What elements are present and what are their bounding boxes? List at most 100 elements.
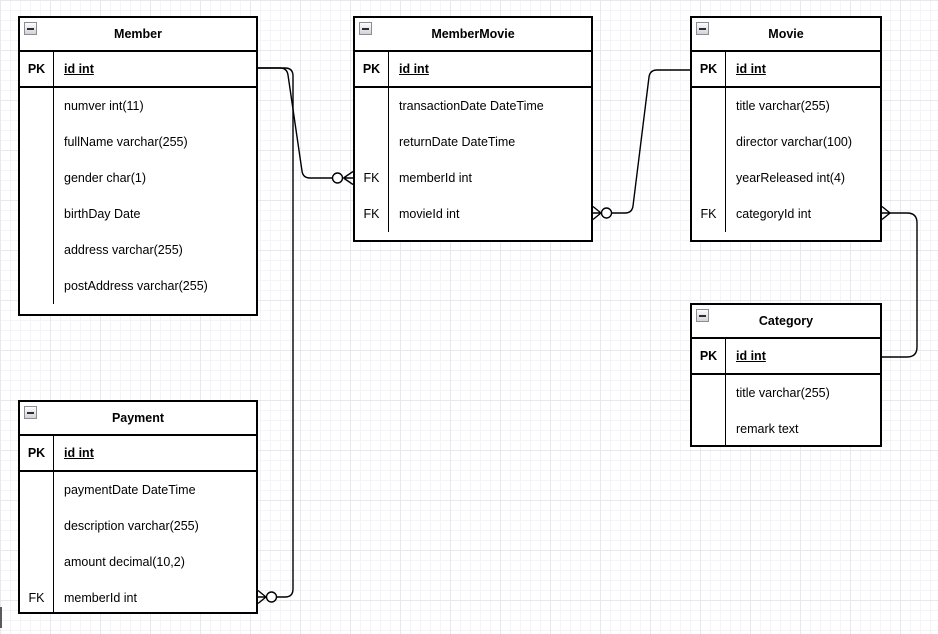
zero-circle-marker bbox=[265, 591, 278, 603]
row-category-id[interactable]: PK id int bbox=[692, 339, 880, 375]
minus-glyph bbox=[27, 411, 34, 414]
fk-label: FK bbox=[355, 196, 389, 232]
page-boundary-mark bbox=[0, 607, 2, 628]
row-member-numver[interactable]: numver int(11) bbox=[20, 88, 256, 124]
key-label bbox=[692, 88, 726, 124]
field-name: id int bbox=[736, 349, 766, 363]
field-name: birthDay Date bbox=[64, 207, 141, 221]
entity-title: Member bbox=[114, 27, 162, 41]
row-payment-amount[interactable]: amount decimal(10,2) bbox=[20, 544, 256, 580]
collapse-icon[interactable] bbox=[696, 22, 709, 35]
key-label bbox=[692, 375, 726, 411]
connector-member-payment[interactable] bbox=[257, 67, 294, 605]
fk-label: FK bbox=[355, 160, 389, 196]
field-name: id int bbox=[64, 62, 94, 76]
connector-category-movie[interactable] bbox=[881, 205, 918, 358]
field-name: remark text bbox=[736, 422, 799, 436]
field-name: id int bbox=[399, 62, 429, 76]
row-movie-yearreleased[interactable]: yearReleased int(4) bbox=[692, 160, 880, 196]
row-membermovie-transactiondate[interactable]: transactionDate DateTime bbox=[355, 88, 591, 124]
row-member-fullname[interactable]: fullName varchar(255) bbox=[20, 124, 256, 160]
key-label bbox=[20, 88, 54, 124]
row-member-id[interactable]: PK id int bbox=[20, 52, 256, 88]
crow-foot-marker bbox=[881, 205, 891, 221]
zero-circle-marker bbox=[331, 172, 344, 184]
field-name: id int bbox=[736, 62, 766, 76]
crow-foot-marker bbox=[257, 589, 267, 605]
field-name: address varchar(255) bbox=[64, 243, 183, 257]
key-label bbox=[20, 160, 54, 196]
field-name: postAddress varchar(255) bbox=[64, 279, 208, 293]
entity-title: Category bbox=[758, 314, 814, 328]
crow-foot-marker bbox=[343, 170, 354, 186]
connector-member-membermovie[interactable] bbox=[258, 67, 354, 186]
row-membermovie-movieid[interactable]: FK movieId int bbox=[355, 196, 591, 232]
key-label bbox=[692, 124, 726, 160]
row-member-birthday[interactable]: birthDay Date bbox=[20, 196, 256, 232]
collapse-icon[interactable] bbox=[696, 309, 709, 322]
field-name: paymentDate DateTime bbox=[64, 483, 196, 497]
row-member-gender[interactable]: gender char(1) bbox=[20, 160, 256, 196]
entity-movie[interactable]: Movie PK id int title varchar(255) direc… bbox=[690, 16, 882, 242]
entity-category[interactable]: Category PK id int title varchar(255) re… bbox=[690, 303, 882, 447]
minus-glyph bbox=[27, 27, 34, 30]
entity-membermovie-header[interactable]: MemberMovie bbox=[355, 18, 591, 52]
row-category-remark[interactable]: remark text bbox=[692, 411, 880, 445]
minus-glyph bbox=[362, 27, 369, 30]
key-label bbox=[20, 268, 54, 304]
entity-movie-header[interactable]: Movie bbox=[692, 18, 880, 52]
entity-payment[interactable]: Payment PK id int paymentDate DateTime d… bbox=[18, 400, 258, 614]
key-label bbox=[20, 472, 54, 508]
pk-label: PK bbox=[355, 52, 389, 86]
field-name: transactionDate DateTime bbox=[399, 99, 544, 113]
key-label bbox=[692, 411, 726, 445]
collapse-icon[interactable] bbox=[24, 406, 37, 419]
collapse-icon[interactable] bbox=[24, 22, 37, 35]
field-name: title varchar(255) bbox=[736, 386, 830, 400]
row-payment-memberid[interactable]: FK memberId int bbox=[20, 580, 256, 612]
key-label bbox=[20, 232, 54, 268]
key-label bbox=[692, 160, 726, 196]
row-movie-title[interactable]: title varchar(255) bbox=[692, 88, 880, 124]
entity-membermovie[interactable]: MemberMovie PK id int transactionDate Da… bbox=[353, 16, 593, 242]
field-name: director varchar(100) bbox=[736, 135, 853, 149]
row-member-address[interactable]: address varchar(255) bbox=[20, 232, 256, 268]
fk-label: FK bbox=[692, 196, 726, 232]
key-label bbox=[355, 88, 389, 124]
crow-foot-marker bbox=[592, 205, 602, 221]
field-name: yearReleased int(4) bbox=[736, 171, 846, 185]
key-label bbox=[20, 544, 54, 580]
pk-label: PK bbox=[20, 436, 54, 470]
connector-movie-membermovie[interactable] bbox=[592, 69, 690, 221]
field-name: gender char(1) bbox=[64, 171, 146, 185]
row-payment-paymentdate[interactable]: paymentDate DateTime bbox=[20, 472, 256, 508]
row-membermovie-returndate[interactable]: returnDate DateTime bbox=[355, 124, 591, 160]
row-movie-director[interactable]: director varchar(100) bbox=[692, 124, 880, 160]
field-name: fullName varchar(255) bbox=[64, 135, 188, 149]
row-movie-id[interactable]: PK id int bbox=[692, 52, 880, 88]
field-name: title varchar(255) bbox=[736, 99, 830, 113]
field-name: returnDate DateTime bbox=[399, 135, 516, 149]
entity-member[interactable]: Member PK id int numver int(11) fullName… bbox=[18, 16, 258, 316]
entity-title: MemberMovie bbox=[431, 27, 515, 41]
collapse-icon[interactable] bbox=[359, 22, 372, 35]
entity-member-header[interactable]: Member bbox=[20, 18, 256, 52]
entity-payment-header[interactable]: Payment bbox=[20, 402, 256, 436]
pk-label: PK bbox=[692, 52, 726, 86]
pk-label: PK bbox=[20, 52, 54, 86]
row-movie-categoryid[interactable]: FK categoryId int bbox=[692, 196, 880, 232]
row-membermovie-memberid[interactable]: FK memberId int bbox=[355, 160, 591, 196]
field-name: categoryId int bbox=[736, 207, 812, 221]
row-member-postaddress[interactable]: postAddress varchar(255) bbox=[20, 268, 256, 304]
field-name: amount decimal(10,2) bbox=[64, 555, 185, 569]
minus-glyph bbox=[699, 27, 706, 30]
row-category-title[interactable]: title varchar(255) bbox=[692, 375, 880, 411]
entity-category-header[interactable]: Category bbox=[692, 305, 880, 339]
field-name: numver int(11) bbox=[64, 99, 144, 113]
row-payment-description[interactable]: description varchar(255) bbox=[20, 508, 256, 544]
row-payment-id[interactable]: PK id int bbox=[20, 436, 256, 472]
key-label bbox=[20, 508, 54, 544]
row-membermovie-id[interactable]: PK id int bbox=[355, 52, 591, 88]
